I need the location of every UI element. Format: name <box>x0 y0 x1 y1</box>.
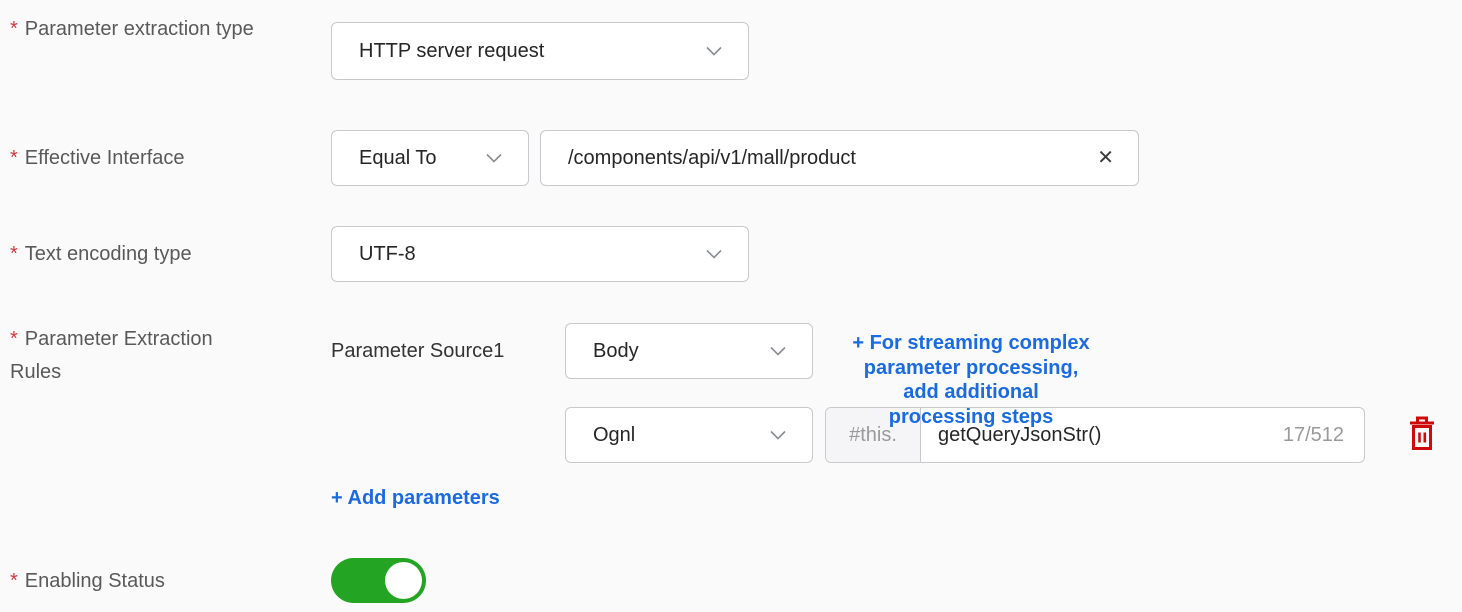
label-effective-interface: * Effective Interface <box>10 142 255 175</box>
parameter-extraction-type-select[interactable]: HTTP server request <box>331 22 749 80</box>
link-line: add additional <box>903 381 1039 403</box>
toggle-knob <box>385 562 422 599</box>
label-text: Effective Interface <box>24 147 185 169</box>
effective-interface-input-wrap: ✕ <box>540 130 1139 186</box>
expression-input-group: #this. 17/512 <box>825 407 1365 463</box>
chevron-down-icon <box>706 249 722 259</box>
label-text: Enabling Status <box>24 570 165 592</box>
expression-prefix: #this. <box>826 408 921 462</box>
select-value: Ognl <box>593 423 636 446</box>
label-parameter-extraction-type: * Parameter extraction type <box>10 13 255 46</box>
label-enabling-status: * Enabling Status <box>10 565 255 598</box>
select-value: UTF-8 <box>359 242 416 265</box>
chevron-down-icon <box>486 153 502 163</box>
label-parameter-extraction-rules: *Parameter Extraction Rules <box>10 323 255 389</box>
chevron-down-icon <box>706 46 722 56</box>
chevron-down-icon <box>770 346 786 356</box>
clear-icon[interactable]: ✕ <box>1097 147 1114 169</box>
delete-rule-button[interactable] <box>1405 414 1439 454</box>
select-value: Body <box>593 339 639 362</box>
label-text: Parameter Extraction Rules <box>10 328 213 383</box>
enabling-status-toggle[interactable] <box>331 558 426 603</box>
label-text-encoding-type: * Text encoding type <box>10 238 255 271</box>
char-counter: 17/512 <box>1282 423 1344 446</box>
link-line: + For streaming complex <box>852 332 1090 354</box>
required-asterisk: * <box>10 147 18 169</box>
add-parameters-link[interactable]: + Add parameters <box>331 487 500 509</box>
label-text: Parameter extraction type <box>24 18 254 40</box>
required-asterisk: * <box>10 243 18 265</box>
link-line: processing steps <box>888 405 1054 428</box>
link-line: parameter processing, <box>863 356 1079 379</box>
select-value: HTTP server request <box>359 39 545 62</box>
select-value: Equal To <box>359 146 437 169</box>
effective-interface-input[interactable] <box>568 131 1094 185</box>
expression-language-select[interactable]: Ognl <box>565 407 813 463</box>
required-asterisk: * <box>10 328 18 350</box>
parameter-source-select[interactable]: Body <box>565 323 813 379</box>
parameter-source-label: Parameter Source1 <box>331 340 505 362</box>
required-asterisk: * <box>10 570 18 592</box>
expression-input[interactable] <box>921 408 1283 462</box>
required-asterisk: * <box>10 18 18 40</box>
text-encoding-type-select[interactable]: UTF-8 <box>331 226 749 282</box>
streaming-processing-link[interactable]: + For streaming complex parameter proces… <box>820 331 1122 429</box>
chevron-down-icon <box>770 430 786 440</box>
label-text: Text encoding type <box>24 243 192 265</box>
trash-icon <box>1410 416 1434 450</box>
effective-interface-condition-select[interactable]: Equal To <box>331 130 529 186</box>
